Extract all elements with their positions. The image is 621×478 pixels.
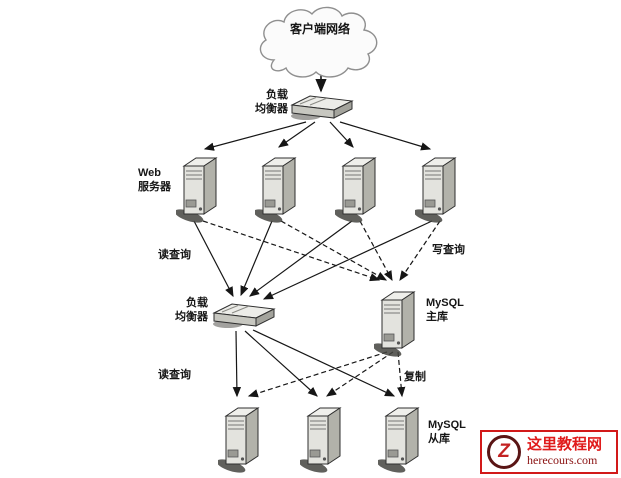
site-logo: Z <box>487 435 521 469</box>
replication-label: 复制 <box>404 371 426 383</box>
watermark-text: 这里教程网 herecours.com <box>527 437 602 467</box>
web-server-icon-4 <box>415 150 459 224</box>
mysql-slaves-label: MySQL 从库 <box>428 419 466 446</box>
load-balancer-bottom-label: 负载 均衡器 <box>175 297 208 324</box>
write-query-label: 写查询 <box>432 244 465 256</box>
web-server-icon-2 <box>255 150 299 224</box>
site-name: 这里教程网 <box>527 436 603 454</box>
site-url: herecours.com <box>527 452 598 467</box>
cloud-label: 客户端网络 <box>289 22 350 36</box>
mysql-slave-icon-1 <box>218 400 262 474</box>
mysql-master-icon <box>374 284 418 358</box>
web-server-icon-1 <box>176 150 220 224</box>
web-server-icon-3 <box>335 150 379 224</box>
load-balancer-top-icon <box>290 92 354 122</box>
site-logo-letter: Z <box>498 441 510 462</box>
load-balancer-bottom-icon <box>212 300 276 330</box>
watermark: Z 这里教程网 herecours.com <box>480 430 618 474</box>
mysql-slave-icon-3 <box>378 400 422 474</box>
mysql-master-label: MySQL 主库 <box>426 297 464 324</box>
read-query-label-bottom: 读查询 <box>158 369 191 381</box>
load-balancer-top-label: 负载 均衡器 <box>255 89 288 116</box>
mysql-slave-icon-2 <box>300 400 344 474</box>
web-servers-label: Web 服务器 <box>138 167 171 194</box>
cloud-icon <box>259 6 378 78</box>
read-query-label-top: 读查询 <box>158 249 191 261</box>
